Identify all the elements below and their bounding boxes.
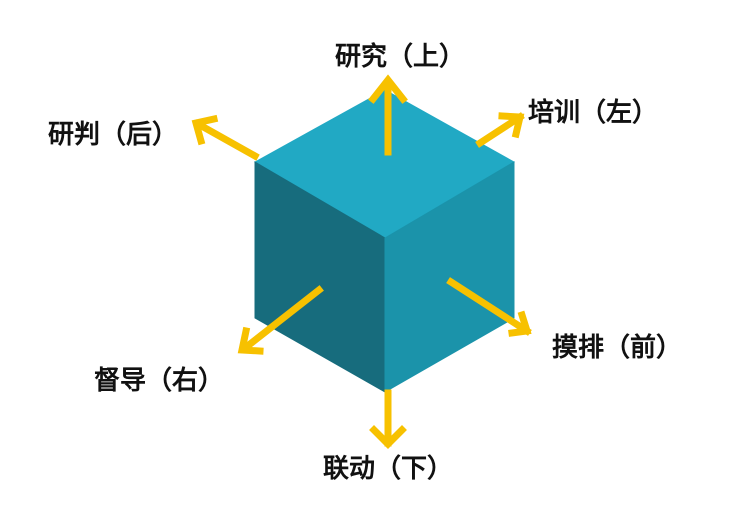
arrow-up [368, 74, 408, 156]
label-left: 培训（左） [528, 98, 659, 128]
cube-right-face [384, 161, 515, 393]
label-right: 督导（右） [94, 366, 225, 396]
arrow-down [369, 389, 407, 449]
arrow-left [475, 112, 525, 148]
label-back: 研判（后） [48, 120, 179, 150]
arrow-right [237, 285, 324, 355]
label-front: 摸排（前） [552, 333, 683, 363]
arrow-front [446, 277, 532, 337]
label-bottom: 联动（下） [323, 454, 454, 484]
arrow-back [191, 114, 260, 161]
label-top: 研究（上） [335, 42, 466, 72]
